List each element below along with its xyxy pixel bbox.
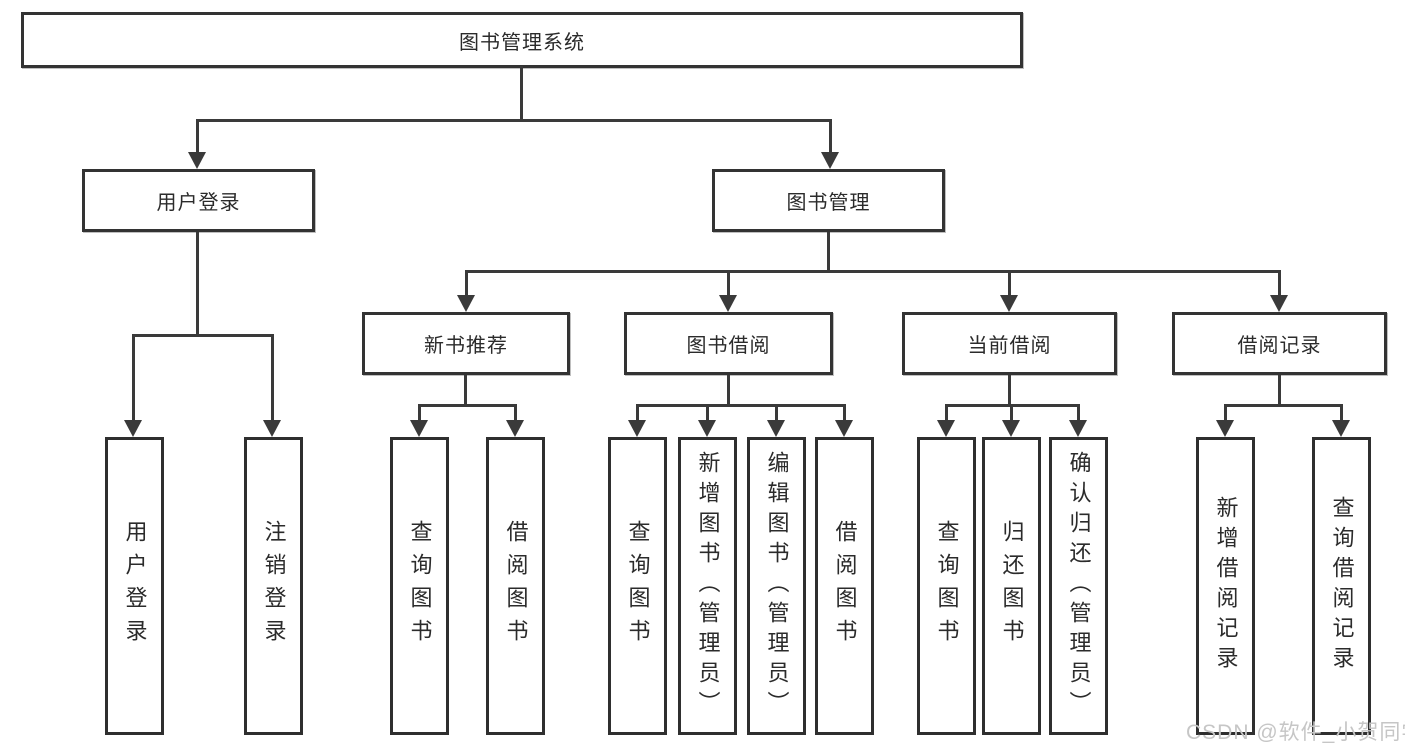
connector-line xyxy=(636,404,639,422)
connector-line xyxy=(1224,404,1343,407)
node-library-management-system: 图书管理系统 xyxy=(21,12,1023,68)
connector-line xyxy=(827,232,830,272)
connector-line xyxy=(1278,270,1281,296)
arrow-down-icon xyxy=(457,295,475,312)
connector-line xyxy=(465,270,1281,273)
connector-line xyxy=(196,232,199,336)
leaf-query-borrow-record: 查询借阅记录 xyxy=(1312,437,1371,735)
arrow-down-icon xyxy=(1002,420,1020,437)
node-label: 借阅图书 xyxy=(503,520,529,652)
connector-line xyxy=(775,404,778,422)
connector-line xyxy=(418,404,421,422)
connector-line xyxy=(945,404,948,422)
node-label: 确认归还（管理员） xyxy=(1066,451,1092,721)
connector-line xyxy=(727,270,730,296)
arrow-down-icon xyxy=(1216,420,1234,437)
node-book-borrowing: 图书借阅 xyxy=(624,312,833,375)
node-label: 查询图书 xyxy=(625,520,651,652)
connector-line xyxy=(271,334,274,422)
arrow-down-icon xyxy=(1000,295,1018,312)
connector-line xyxy=(829,119,832,153)
node-label: 查询图书 xyxy=(934,520,960,652)
leaf-borrow-books-recommend: 借阅图书 xyxy=(486,437,545,735)
node-label: 新书推荐 xyxy=(424,335,508,357)
node-label: 编辑图书（管理员） xyxy=(764,451,790,721)
arrow-down-icon xyxy=(506,420,524,437)
connector-line xyxy=(1224,404,1227,422)
arrow-down-icon xyxy=(821,152,839,169)
connector-line xyxy=(514,404,517,422)
node-label: 图书管理 xyxy=(786,192,871,214)
node-label: 新增图书（管理员） xyxy=(695,451,721,721)
node-label: 图书管理系统 xyxy=(459,31,585,54)
arrow-down-icon xyxy=(1069,420,1087,437)
connector-line xyxy=(196,119,199,153)
arrow-down-icon xyxy=(628,420,646,437)
node-label: 用户登录 xyxy=(156,192,241,214)
node-label: 当前借阅 xyxy=(967,335,1052,357)
arrow-down-icon xyxy=(937,420,955,437)
node-user-login: 用户登录 xyxy=(82,169,315,232)
node-new-book-recommendation: 新书推荐 xyxy=(362,312,570,375)
leaf-user-login: 用户登录 xyxy=(105,437,164,735)
node-current-borrowing: 当前借阅 xyxy=(902,312,1117,375)
node-borrowing-records: 借阅记录 xyxy=(1172,312,1387,375)
leaf-return-books: 归还图书 xyxy=(982,437,1041,735)
arrow-down-icon xyxy=(410,420,428,437)
node-label: 查询借阅记录 xyxy=(1329,496,1355,676)
node-label: 查询图书 xyxy=(407,520,433,652)
arrow-down-icon xyxy=(188,152,206,169)
connector-line xyxy=(1340,404,1343,422)
leaf-logout: 注销登录 xyxy=(244,437,303,735)
arrow-down-icon xyxy=(835,420,853,437)
arrow-down-icon xyxy=(719,295,737,312)
arrow-down-icon xyxy=(767,420,785,437)
leaf-borrow-books-borrowing: 借阅图书 xyxy=(815,437,874,735)
connector-line xyxy=(520,66,523,120)
connector-line xyxy=(418,404,517,407)
node-book-management: 图书管理 xyxy=(712,169,945,232)
connector-line xyxy=(1008,270,1011,296)
arrow-down-icon xyxy=(263,420,281,437)
connector-line xyxy=(1077,404,1080,422)
leaf-add-borrow-record: 新增借阅记录 xyxy=(1196,437,1255,735)
leaf-query-books-recommend: 查询图书 xyxy=(390,437,449,735)
connector-line xyxy=(1008,375,1011,406)
connector-line xyxy=(636,404,846,407)
leaf-query-books-current: 查询图书 xyxy=(917,437,976,735)
connector-line xyxy=(196,119,832,122)
arrow-down-icon xyxy=(1332,420,1350,437)
connector-line xyxy=(843,404,846,422)
leaf-confirm-return-admin: 确认归还（管理员） xyxy=(1049,437,1108,735)
node-label: 用户登录 xyxy=(122,520,148,652)
leaf-query-books-borrowing: 查询图书 xyxy=(608,437,667,735)
connector-line xyxy=(464,375,467,406)
node-label: 图书借阅 xyxy=(686,335,771,357)
leaf-add-book-admin: 新增图书（管理员） xyxy=(678,437,737,735)
arrow-down-icon xyxy=(124,420,142,437)
connector-line xyxy=(132,334,135,422)
connector-line xyxy=(465,270,468,296)
node-label: 新增借阅记录 xyxy=(1213,496,1239,676)
arrow-down-icon xyxy=(1270,295,1288,312)
csdn-watermark: CSDN @软件_小贺同学 xyxy=(1186,721,1405,744)
connector-line xyxy=(1010,404,1013,422)
connector-line xyxy=(1278,375,1281,406)
connector-line xyxy=(727,375,730,406)
leaf-edit-book-admin: 编辑图书（管理员） xyxy=(747,437,806,735)
node-label: 借阅图书 xyxy=(832,520,858,652)
connector-line xyxy=(132,334,274,337)
node-label: 归还图书 xyxy=(999,520,1025,652)
connector-line xyxy=(706,404,709,422)
arrow-down-icon xyxy=(698,420,716,437)
node-label: 借阅记录 xyxy=(1237,335,1322,357)
node-label: 注销登录 xyxy=(261,520,287,652)
